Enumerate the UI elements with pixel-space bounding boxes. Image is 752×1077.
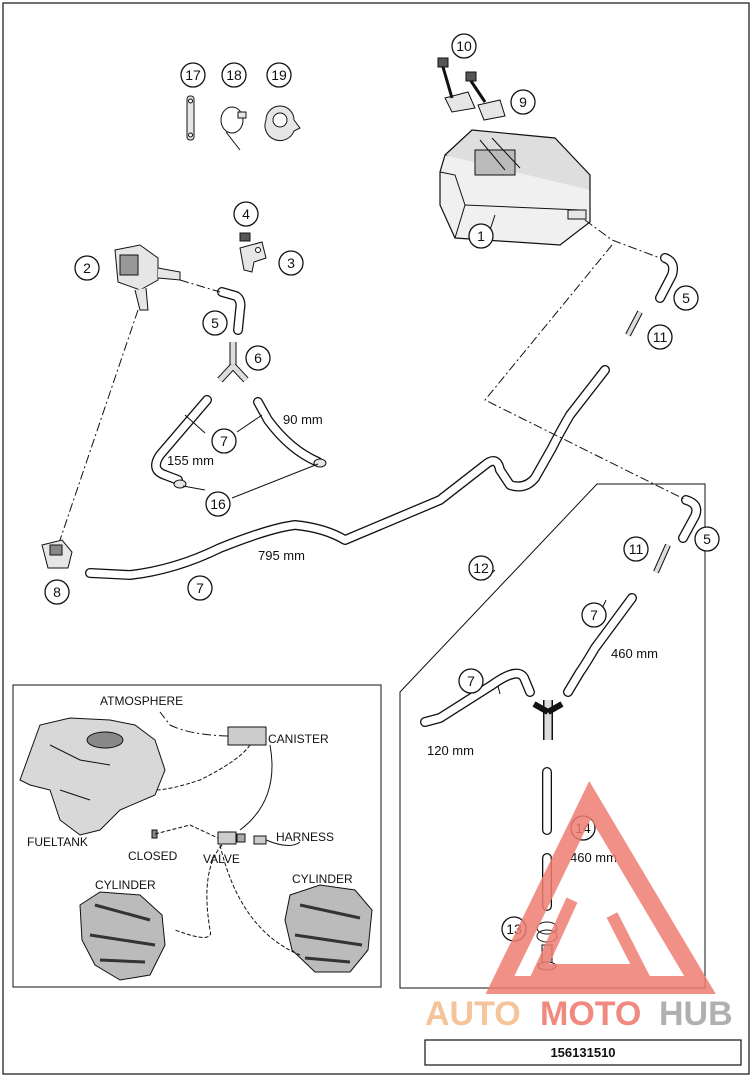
pipe-clamp-part-19 [264,105,301,142]
label-canister: CANISTER [268,732,329,746]
valve-drawing [217,831,246,845]
watermark-triangle [485,781,716,994]
cable-tie-part-18 [220,106,247,151]
callout-1: 1 [468,223,494,249]
svg-text:2: 2 [83,260,91,276]
callout-9: 9 [510,89,536,115]
canister-drawing [227,726,267,746]
svg-text:6: 6 [254,350,262,366]
callout-7-box-right: 7 [581,602,607,628]
label-cylinder-right: CYLINDER [292,872,353,886]
svg-text:7: 7 [196,580,204,596]
label-closed: CLOSED [128,849,178,863]
bracket-part-3 [239,241,267,273]
hose-segments [85,253,702,911]
callout-11-box: 11 [623,536,649,562]
callout-12: 12 [468,555,494,581]
watermark-logo [485,781,716,994]
dim-460mm-b: 460 mm [570,850,617,865]
carbon-canister-part-1 [439,129,591,246]
svg-text:10: 10 [456,38,472,54]
clamp-part-16a [173,479,187,489]
svg-text:9: 9 [519,94,527,110]
watermark-hub: HUB [659,995,733,1033]
svg-text:16: 16 [210,496,226,512]
part-number: 156131510 [550,1045,615,1060]
svg-text:7: 7 [220,433,228,449]
dim-795mm: 795 mm [258,548,305,563]
fueltank-drawing [19,717,166,836]
svg-text:12: 12 [473,560,489,576]
svg-text:17: 17 [185,67,201,83]
callouts: 17 18 19 10 9 1 4 3 2 5 5 6 11 7 16 8 7 … [44,33,720,942]
watermark-moto: MOTO [540,995,641,1033]
label-fueltank: FUELTANK [27,835,88,849]
svg-text:18: 18 [226,67,242,83]
dimension-labels: 90 mm 155 mm 795 mm 460 mm 120 mm 460 mm [167,412,658,865]
clip-part-17 [186,95,195,141]
leader-lines [182,214,607,695]
svg-text:5: 5 [682,290,690,306]
dim-155mm: 155 mm [167,453,214,468]
label-atmosphere: ATMOSPHERE [100,694,183,708]
svg-text:1: 1 [477,228,485,244]
clamp-part-16b [313,458,327,468]
screw-part-10 [437,57,487,103]
svg-text:4: 4 [242,206,250,222]
cylinder-right-drawing [284,884,373,973]
svg-text:8: 8 [53,584,61,600]
svg-text:11: 11 [629,541,644,557]
dim-120mm: 120 mm [427,743,474,758]
callout-3: 3 [278,250,304,276]
harness-connector-drawing [253,835,267,845]
schematic-inset: ATMOSPHERE CANISTER FUELTANK CLOSED VALV… [12,684,382,988]
callout-17: 17 [180,62,206,88]
watermark-text: AUTO MOTO HUB [425,995,733,1033]
callout-4: 4 [233,201,259,227]
callout-7-box-left: 7 [458,668,484,694]
tee-fitting [532,700,564,740]
svg-text:5: 5 [703,531,711,547]
label-valve: VALVE [203,852,240,866]
svg-text:7: 7 [590,607,598,623]
callout-5-box: 5 [694,526,720,552]
callout-10: 10 [451,33,477,59]
y-piece-part-6 [217,342,249,383]
dim-90mm: 90 mm [283,412,323,427]
callout-16: 16 [205,491,231,517]
watermark-auto: AUTO [425,995,521,1033]
callout-6: 6 [245,345,271,371]
fitting-part-8 [41,539,73,569]
callout-7-upper: 7 [211,428,237,454]
cylinder-left-drawing [79,891,166,981]
kit-box-12 [399,483,706,989]
purge-valve-part-2 [114,244,181,311]
dash-lines [59,219,687,541]
svg-text:19: 19 [271,67,287,83]
callout-5-right: 5 [673,285,699,311]
callout-19: 19 [266,62,292,88]
svg-text:5: 5 [211,315,219,331]
callout-8: 8 [44,579,70,605]
svg-text:11: 11 [653,329,668,345]
label-harness: HARNESS [276,830,334,844]
screw-part-4 [239,232,251,242]
callout-11-top: 11 [647,324,673,350]
part-number-box [424,1039,742,1066]
label-cylinder-left: CYLINDER [95,878,156,892]
svg-text:7: 7 [467,673,475,689]
bracket-part-9 [444,91,506,121]
callout-2: 2 [74,255,100,281]
dim-460mm-a: 460 mm [611,646,658,661]
callout-7-long: 7 [187,575,213,601]
callout-18: 18 [221,62,247,88]
svg-text:3: 3 [287,255,295,271]
callout-5-left: 5 [202,310,228,336]
